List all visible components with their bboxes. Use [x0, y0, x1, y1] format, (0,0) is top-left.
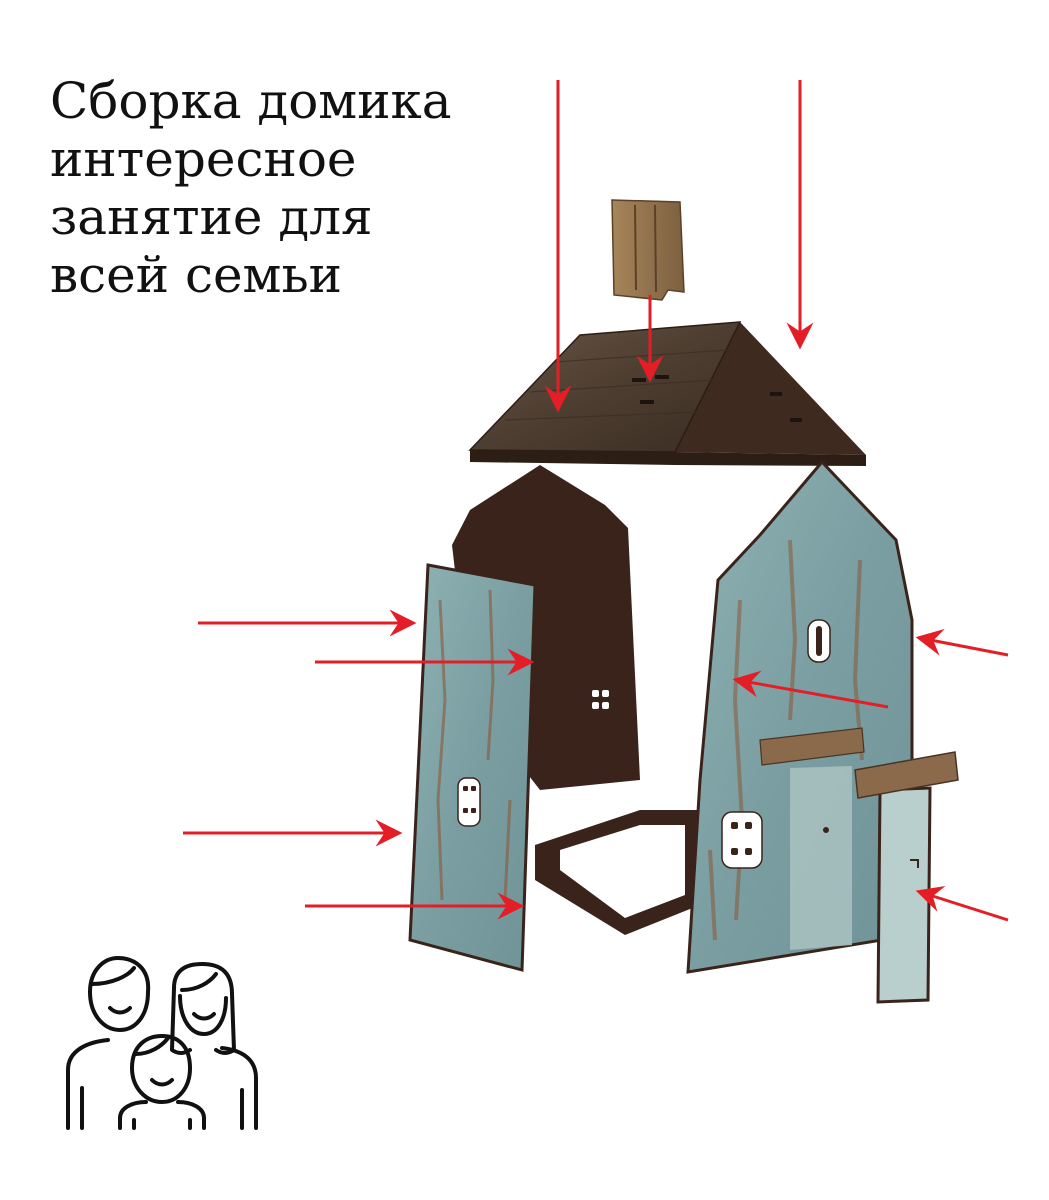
headline: Сборка домика интересное занятие для все…: [50, 72, 480, 304]
headline-line-2: интересное: [50, 130, 357, 188]
arrow-front-wall-right: [915, 629, 1009, 657]
headline-line-1: Сборка домика: [50, 72, 452, 130]
headline-line-3: занятие для: [50, 188, 373, 246]
arrow-front-wall-inner: [732, 670, 889, 709]
arrow-door: [915, 885, 1009, 922]
floor-frame-piece: [535, 810, 700, 935]
family-icon: [66, 956, 258, 1130]
assembly-arrows: [183, 80, 1009, 922]
roof-piece: [468, 321, 866, 466]
door-piece: [854, 751, 959, 1004]
left-wall-piece: [408, 563, 537, 972]
chimney-piece: [611, 199, 685, 301]
front-wall-piece: [686, 459, 914, 974]
headline-line-4: всей семьи: [50, 246, 342, 304]
